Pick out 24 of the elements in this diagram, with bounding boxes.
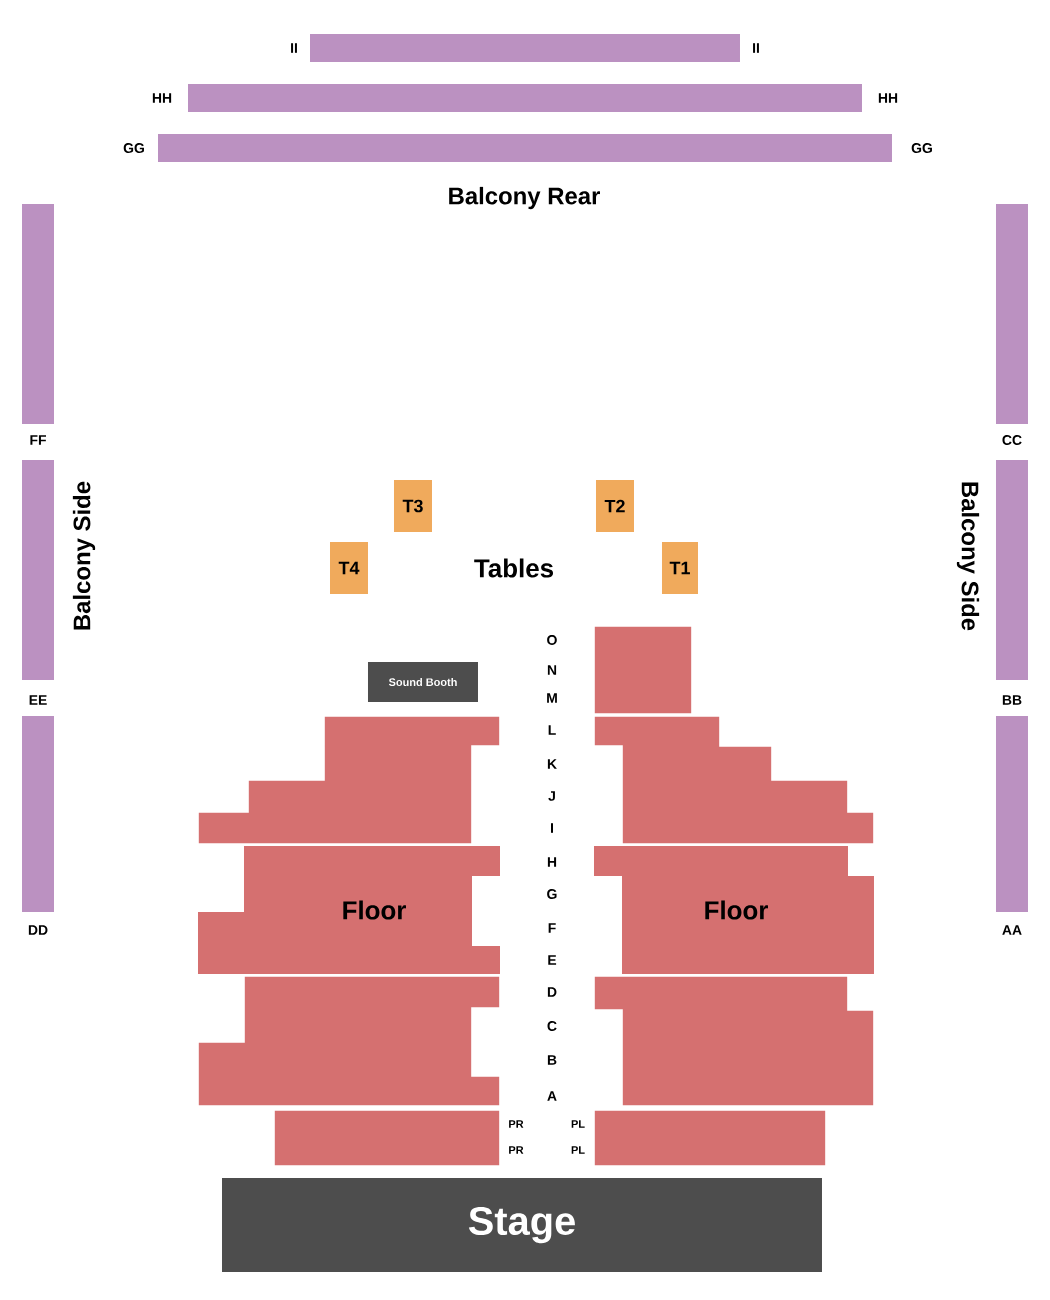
seating-section <box>593 625 693 715</box>
balcony-row-bar <box>158 134 892 162</box>
balcony-row-bar <box>188 84 862 112</box>
balcony-row-bar <box>22 716 54 912</box>
section-label: Balcony Side <box>956 482 980 631</box>
table-box: T2 <box>596 480 634 532</box>
balcony-row-bar <box>22 460 54 680</box>
balcony-row-bar <box>310 34 740 62</box>
section-label: Balcony Side <box>72 481 96 630</box>
seating-section <box>197 715 501 845</box>
stage-box: Stage <box>222 1178 822 1272</box>
balcony-row-bar <box>996 716 1028 912</box>
seating-section <box>593 1109 827 1167</box>
balcony-row-bar <box>996 204 1028 424</box>
table-box: T1 <box>662 542 698 594</box>
balcony-row-bar <box>996 460 1028 680</box>
seating-section: Floor <box>198 846 500 974</box>
seating-section <box>273 1109 501 1167</box>
section-label: Balcony Rear <box>449 186 600 210</box>
section-label: Tables <box>474 558 553 578</box>
seating-section: Floor <box>594 846 874 974</box>
balcony-row-bar <box>22 204 54 424</box>
table-box: T4 <box>330 542 368 594</box>
table-box: T3 <box>394 480 432 532</box>
